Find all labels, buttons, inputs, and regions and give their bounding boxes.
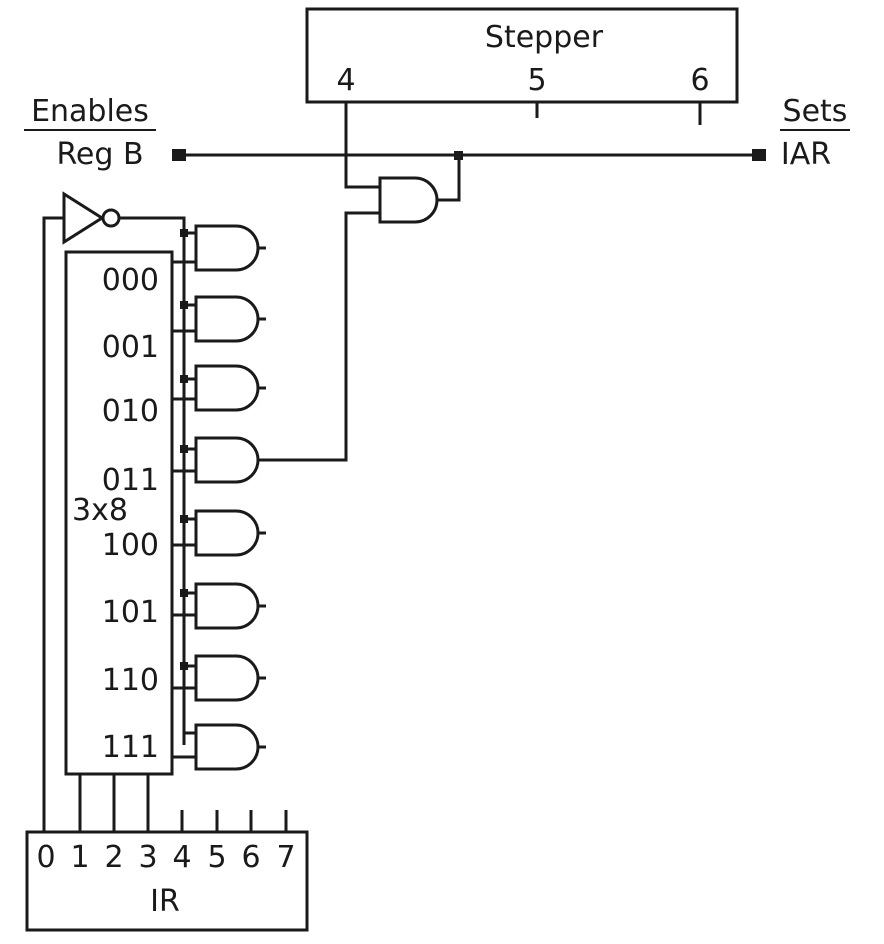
decoder-output-101: 101 (102, 595, 159, 630)
bus-junction (180, 662, 188, 670)
step4-and-gate (378, 176, 439, 224)
bus-junction (180, 375, 188, 383)
and-gate-011 (194, 436, 260, 484)
decoder-011-to-and-wire (258, 211, 380, 462)
set-iar-terminal (752, 149, 766, 161)
ir-bit-0: 0 (36, 840, 55, 875)
and-gate-111 (194, 723, 260, 771)
inverter-triangle (62, 191, 105, 245)
and-gate-000 (194, 224, 260, 272)
and-gate-row-100 (172, 509, 266, 557)
and-gate-010 (194, 364, 260, 412)
and-gate-row-010 (172, 364, 266, 412)
stepper-step-4: 4 (336, 63, 355, 98)
inverter-output-bus (119, 216, 186, 745)
bus-junction (180, 445, 188, 453)
ir-register-name: IR (150, 884, 180, 919)
decoder-name: 3x8 (72, 493, 128, 528)
decoder-output-000: 000 (102, 263, 159, 298)
ir-bit-3: 3 (138, 840, 157, 875)
and-gate-row-000 (172, 224, 266, 272)
and-gate-101 (194, 582, 260, 630)
enable-reg-b-terminal (172, 149, 186, 161)
inverter-bubble-icon (101, 208, 121, 228)
ir-bit-2: 2 (104, 840, 123, 875)
bus-junction (180, 301, 188, 309)
stepper-step-5: 5 (527, 63, 546, 98)
ir-bit-6: 6 (241, 840, 260, 875)
stepper-box (305, 7, 739, 104)
bus-junction (180, 589, 188, 597)
and-gate-row-101 (172, 582, 266, 630)
bus-junction (180, 515, 188, 523)
sets-heading: Sets (783, 94, 848, 129)
and-gate-110 (194, 654, 260, 702)
and-gate-100 (194, 509, 260, 557)
ir-bit0-wire (42, 216, 64, 832)
and-gate-001 (194, 295, 260, 343)
decoder-output-110: 110 (102, 663, 159, 698)
ir-bit-4: 4 (172, 840, 191, 875)
bus-junction (180, 229, 188, 237)
decoder-output-010: 010 (102, 394, 159, 429)
ir-bit-5: 5 (207, 840, 226, 875)
stepper-step-6: 6 (690, 63, 709, 98)
and-gate-row-011 (172, 436, 260, 484)
sets-target-label: IAR (781, 137, 831, 172)
and-gate-row-111 (172, 723, 266, 771)
and-output-wire (437, 155, 461, 202)
and-gate-row-001 (172, 295, 266, 343)
ir-bit-1: 1 (70, 840, 89, 875)
step-4-wire (344, 102, 380, 189)
ir-register-box (25, 830, 309, 932)
decoder-output-011: 011 (102, 463, 159, 498)
decoder-output-111: 111 (102, 730, 159, 765)
decoder-output-100: 100 (102, 528, 159, 563)
enables-target-label: Reg B (56, 137, 143, 172)
and-gate-row-110 (172, 654, 266, 702)
enables-heading: Enables (31, 94, 149, 129)
decoder-3x8-box (64, 250, 174, 776)
decoder-output-001: 001 (102, 330, 159, 365)
ir-bit-7: 7 (276, 840, 295, 875)
stepper-title: Stepper (485, 20, 604, 55)
